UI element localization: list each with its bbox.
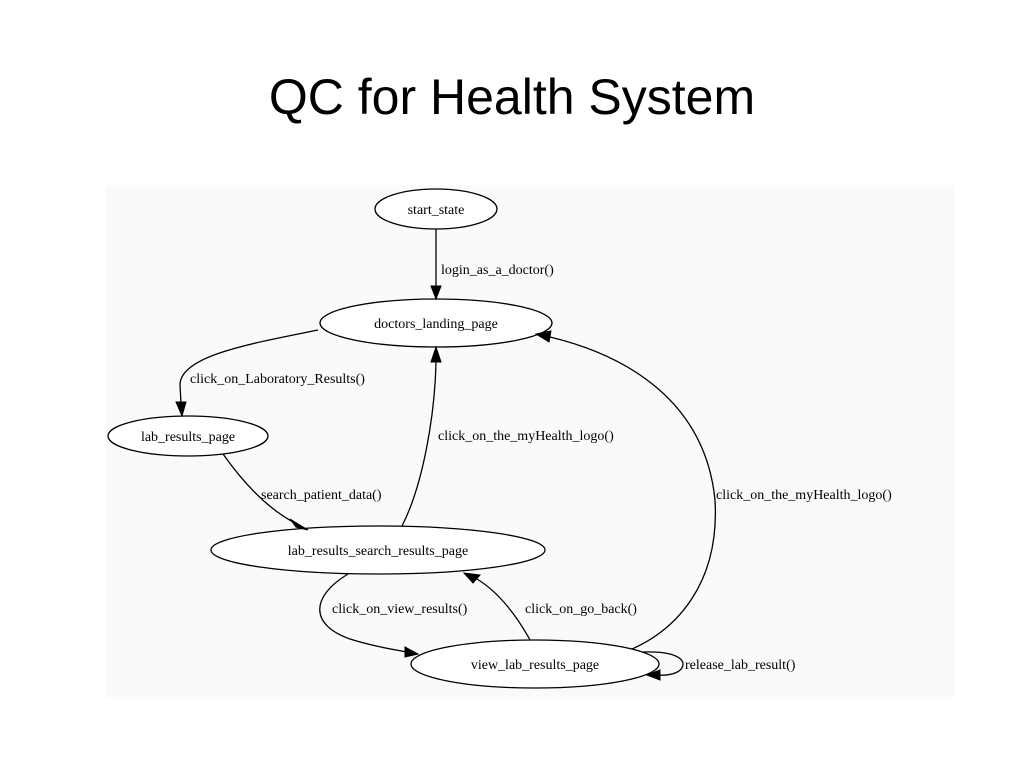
- node-start-state: start_state: [374, 188, 498, 230]
- svg-text:click_on_Laboratory_Results(): click_on_Laboratory_Results(): [190, 372, 365, 387]
- edge-click-on-go-back: click_on_go_back(): [462, 572, 637, 641]
- node-view-lab-results-page: view_lab_results_page: [410, 639, 660, 689]
- svg-text:click_on_the_myHealth_logo(): click_on_the_myHealth_logo(): [716, 488, 892, 503]
- svg-text:lab_results_search_results_pag: lab_results_search_results_page: [288, 544, 468, 559]
- svg-text:view_lab_results_page: view_lab_results_page: [471, 658, 599, 673]
- svg-text:start_state: start_state: [408, 203, 465, 218]
- svg-text:doctors_landing_page: doctors_landing_page: [374, 317, 498, 332]
- svg-text:lab_results_page: lab_results_page: [141, 430, 235, 445]
- svg-text:search_patient_data(): search_patient_data(): [261, 488, 382, 503]
- node-lab-results-page: lab_results_page: [107, 415, 269, 457]
- svg-text:click_on_view_results(): click_on_view_results(): [332, 602, 468, 617]
- edge-click-on-the-myhealth-logo-from-view: click_on_the_myHealth_logo(): [534, 330, 892, 650]
- node-doctors-landing-page: doctors_landing_page: [319, 298, 553, 348]
- state-diagram-canvas: start_state doctors_landing_page lab_res…: [107, 188, 892, 689]
- edge-click-on-view-results: click_on_view_results(): [319, 573, 468, 658]
- edge-release-lab-result: release_lab_result(): [642, 651, 796, 681]
- node-lab-results-search-results-page: lab_results_search_results_page: [210, 525, 546, 575]
- slide-title: QC for Health System: [268, 69, 756, 125]
- edge-click-on-laboratory-results: click_on_Laboratory_Results(): [175, 329, 365, 418]
- svg-text:login_as_a_doctor(): login_as_a_doctor(): [441, 263, 554, 278]
- edge-search-patient-data: search_patient_data(): [222, 453, 382, 531]
- svg-text:release_lab_result(): release_lab_result(): [685, 658, 796, 673]
- svg-text:click_on_the_myHealth_logo(): click_on_the_myHealth_logo(): [438, 429, 614, 444]
- state-diagram: start_state doctors_landing_page lab_res…: [105, 185, 955, 697]
- edge-login-as-a-doctor: login_as_a_doctor(): [430, 229, 554, 301]
- edge-click-on-the-myhealth-logo-from-search: click_on_the_myHealth_logo(): [401, 345, 614, 527]
- svg-text:click_on_go_back(): click_on_go_back(): [525, 602, 637, 617]
